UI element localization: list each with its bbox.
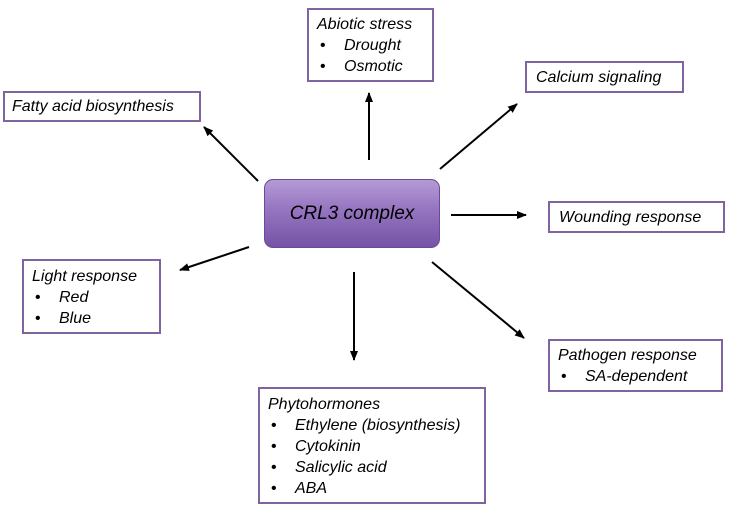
list-item: •Salicylic acid	[271, 459, 387, 476]
phytohormones-box: Phytohormones •Ethylene (biosynthesis) •…	[258, 387, 486, 504]
wounding-response-box: Wounding response	[548, 201, 725, 233]
crl3-complex-node: CRL3 complex	[264, 179, 440, 248]
fatty-acid-biosynthesis-box: Fatty acid biosynthesis	[3, 91, 201, 122]
arrow-to-pathogen-response	[431, 261, 525, 339]
phyto-item-cytokinin: Cytokinin	[295, 438, 361, 455]
list-item: •Osmotic	[320, 58, 403, 75]
phytohormones-title: Phytohormones	[268, 396, 381, 413]
list-item: •ABA	[271, 480, 328, 497]
phyto-item-salicylic-acid: Salicylic acid	[295, 459, 387, 476]
list-item: •SA-dependent	[561, 368, 688, 385]
abiotic-stress-title: Abiotic stress	[317, 16, 413, 33]
light-item-red: Red	[59, 289, 89, 306]
arrow-to-fatty-acid-biosynthesis	[203, 126, 259, 182]
light-response-box: Light response •Red •Blue	[22, 259, 161, 334]
pathogen-item-sa-dependent: SA-dependent	[585, 368, 688, 385]
abiotic-item-osmotic: Osmotic	[344, 58, 403, 75]
list-item: •Ethylene (biosynthesis)	[271, 417, 461, 434]
abiotic-stress-box: Abiotic stress •Drought •Osmotic	[307, 8, 434, 82]
arrow-to-calcium-signaling	[439, 103, 518, 170]
list-item: •Drought	[320, 37, 401, 54]
light-response-title: Light response	[32, 268, 137, 285]
phyto-item-aba: ABA	[295, 480, 328, 497]
crl3-complex-label: CRL3 complex	[289, 202, 415, 224]
wounding-response-title: Wounding response	[559, 208, 702, 226]
calcium-signaling-box: Calcium signaling	[525, 61, 684, 93]
light-item-blue: Blue	[59, 310, 92, 327]
pathogen-response-title: Pathogen response	[558, 347, 697, 364]
list-item: •Red	[35, 289, 89, 306]
abiotic-item-drought: Drought	[344, 37, 401, 54]
list-item: •Blue	[35, 310, 92, 327]
phyto-item-ethylene: Ethylene (biosynthesis)	[295, 417, 461, 434]
list-item: •Cytokinin	[271, 438, 361, 455]
pathogen-response-box: Pathogen response •SA-dependent	[548, 339, 723, 392]
fatty-acid-biosynthesis-title: Fatty acid biosynthesis	[12, 98, 174, 115]
calcium-signaling-title: Calcium signaling	[536, 68, 662, 86]
arrow-to-light-response	[179, 246, 250, 271]
